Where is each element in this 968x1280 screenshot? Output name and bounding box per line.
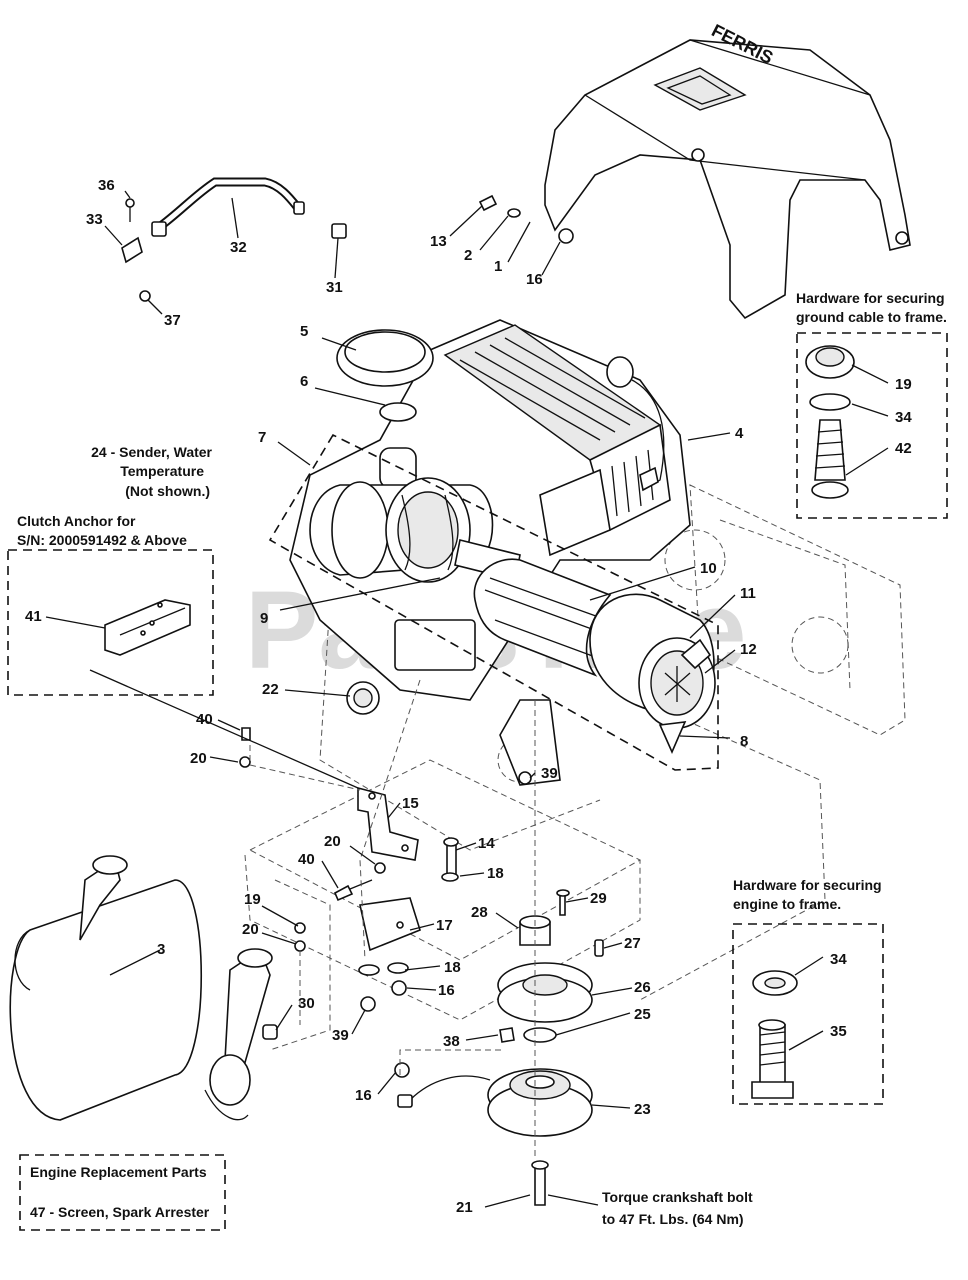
callout-16-lower: 16 (355, 1087, 372, 1104)
callout-3: 3 (157, 941, 165, 958)
callout-36: 36 (98, 177, 115, 194)
engine-hw-title-2: engine to frame. (733, 896, 841, 912)
callout-6: 6 (300, 373, 308, 390)
callout-8: 8 (740, 733, 748, 750)
callout-numbers: 36 33 32 31 37 13 2 1 16 5 6 7 4 19 34 4… (25, 177, 912, 1216)
callout-18-upper: 18 (487, 865, 504, 882)
callout-9: 9 (260, 610, 268, 627)
engine-block (289, 319, 691, 786)
callout-31: 31 (326, 279, 343, 296)
replacement-item: 47 - Screen, Spark Arrester (30, 1204, 210, 1220)
callout-12: 12 (740, 641, 757, 658)
sender-note-1: 24 - Sender, Water (91, 444, 212, 460)
notes: Hardware for securing ground cable to fr… (17, 290, 947, 1227)
engine-frame-hardware (751, 970, 798, 1099)
callout-2: 2 (464, 247, 472, 264)
callout-15: 15 (402, 795, 419, 812)
callout-25: 25 (634, 1006, 651, 1023)
callout-39-lower: 39 (332, 1027, 349, 1044)
clutch-anchor-box (7, 549, 214, 696)
callout-4: 4 (735, 425, 744, 442)
callout-41: 41 (25, 608, 42, 625)
callout-28: 28 (471, 904, 488, 921)
callout-10: 10 (700, 560, 717, 577)
callout-40-upper: 40 (196, 711, 213, 728)
sender-note-2: Temperature (120, 463, 204, 479)
callout-18-lower: 18 (444, 959, 461, 976)
callout-42: 42 (895, 440, 912, 457)
torque-note-1: Torque crankshaft bolt (602, 1189, 753, 1205)
callout-29: 29 (590, 890, 607, 907)
fuel-line-parts (121, 177, 574, 302)
callout-33: 33 (86, 211, 103, 228)
replacement-title: Engine Replacement Parts (30, 1164, 207, 1180)
callout-32: 32 (230, 239, 247, 256)
callout-23: 23 (634, 1101, 651, 1118)
callout-38: 38 (443, 1033, 460, 1050)
clutch-anchor-title-1: Clutch Anchor for (17, 513, 136, 529)
callout-26: 26 (634, 979, 651, 996)
replacement-parts-box (19, 1154, 226, 1231)
callout-30: 30 (298, 995, 315, 1012)
callout-16-top: 16 (526, 271, 543, 288)
callout-20-upper: 20 (190, 750, 207, 767)
clutch-anchor (104, 599, 191, 656)
callout-39-upper: 39 (541, 765, 558, 782)
ground-hardware-box (796, 332, 948, 519)
callout-20-lower: 20 (242, 921, 259, 938)
callout-19-box: 19 (895, 376, 912, 393)
callout-20-mid: 20 (324, 833, 341, 850)
ground-hw-title-1: Hardware for securing (796, 290, 945, 306)
callout-19-lower: 19 (244, 891, 261, 908)
air-cleaner-assembly (268, 433, 719, 771)
engine-shroud: FERRIS (544, 20, 911, 320)
leader-lines (45, 190, 889, 1208)
callout-40-lower: 40 (298, 851, 315, 868)
clutch-anchor-title-2: S/N: 2000591492 & Above (17, 532, 187, 548)
torque-note-2: to 47 Ft. Lbs. (64 Nm) (602, 1211, 744, 1227)
engine-hardware-box (732, 923, 884, 1105)
callout-7: 7 (258, 429, 266, 446)
callout-35: 35 (830, 1023, 847, 1040)
callout-1: 1 (494, 258, 502, 275)
alignment-lines (249, 679, 536, 1160)
callout-17: 17 (436, 917, 453, 934)
callout-22: 22 (262, 681, 279, 698)
ground-cable-hardware (805, 345, 855, 499)
callout-11: 11 (740, 585, 756, 602)
callout-34-engine: 34 (830, 951, 847, 968)
callout-16-mid: 16 (438, 982, 455, 999)
callout-14: 14 (478, 835, 495, 852)
lower-hardware (239, 727, 604, 1206)
callout-13: 13 (430, 233, 447, 250)
callout-21: 21 (456, 1199, 473, 1216)
callout-5: 5 (300, 323, 308, 340)
muffler (9, 855, 273, 1121)
ground-hw-title-2: ground cable to frame. (796, 309, 947, 325)
callout-27: 27 (624, 935, 641, 952)
engine-hw-title-1: Hardware for securing (733, 877, 882, 893)
callout-37: 37 (164, 312, 181, 329)
sender-note-3: (Not shown.) (125, 483, 210, 499)
callout-34-box: 34 (895, 409, 912, 426)
